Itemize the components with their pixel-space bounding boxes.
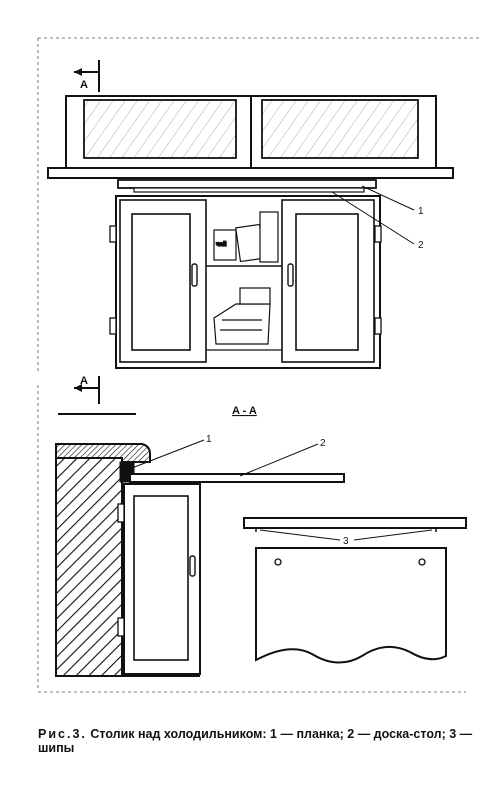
upper-callouts: 1 2 <box>331 185 424 251</box>
wall-cabinets <box>65 95 437 169</box>
folding-table-board <box>117 179 377 193</box>
section-mark-top-label: A <box>80 79 88 91</box>
callout-1-side: 1 <box>206 434 212 445</box>
upper-view-frame <box>37 37 480 372</box>
wall-hatch <box>55 457 123 677</box>
interior-items: чай <box>213 211 279 345</box>
side-cabinet-handle <box>189 555 196 577</box>
left-door <box>119 199 207 363</box>
countertop <box>55 443 151 463</box>
right-door-handle <box>287 263 294 287</box>
glass-pane-left <box>83 99 237 159</box>
side-callouts: 1 2 <box>131 434 326 477</box>
caption-text: Столик над холодильником: 1 — планка; 2 … <box>38 727 473 755</box>
left-door-handle <box>191 263 198 287</box>
board-detail <box>255 547 447 664</box>
section-mark-top: A <box>74 60 100 92</box>
kitchen-appliance-icon <box>213 303 271 345</box>
table-board-side <box>129 473 345 483</box>
section-title: A - A <box>232 405 257 417</box>
callout-2-upper: 2 <box>418 240 424 251</box>
pins-detail: 3 <box>243 517 467 664</box>
callout-2-side: 2 <box>320 438 326 449</box>
callout-3-pins: 3 <box>343 536 349 547</box>
cabinet-bottom-shelf <box>47 167 454 179</box>
glass-pane-right <box>261 99 419 159</box>
callout-1-upper: 1 <box>418 206 424 217</box>
section-mark-bottom: A <box>74 375 100 404</box>
svg-text:чай: чай <box>216 241 227 248</box>
right-door <box>281 199 375 363</box>
side-section-view <box>55 413 345 677</box>
section-mark-bottom-label: A <box>80 375 88 387</box>
lower-cabinet <box>109 195 382 369</box>
caption-lead: Рис.3. <box>38 727 87 741</box>
box-icon <box>213 229 237 261</box>
figure-caption: Рис.3. Столик над холодильником: 1 — пла… <box>38 727 478 755</box>
